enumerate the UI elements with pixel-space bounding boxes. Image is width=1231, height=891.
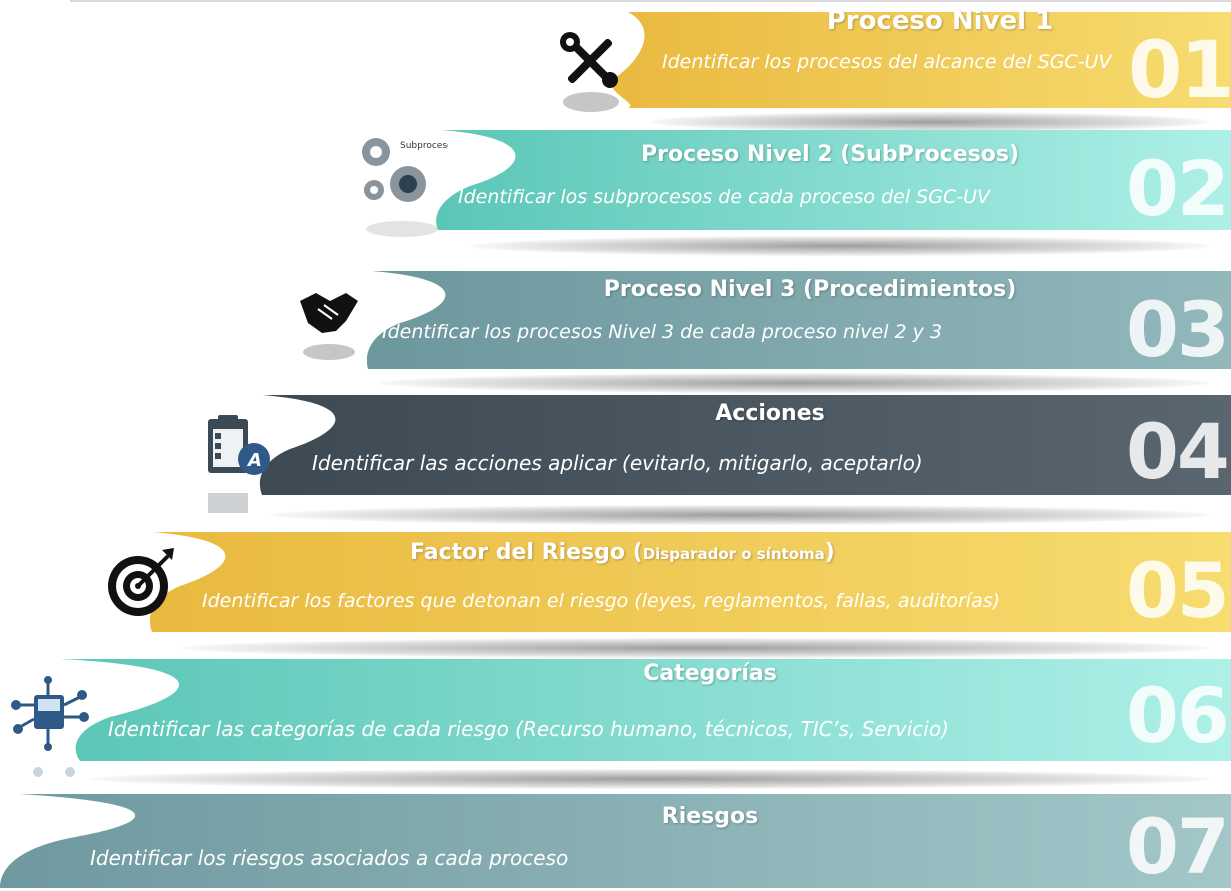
step-shadow (470, 236, 1210, 256)
step-band (259, 395, 1231, 495)
network-icon (11, 676, 89, 751)
step-07: Riesgos Identificar los riesgos asociado… (0, 790, 1231, 891)
step-description: Identificar los subprocesos de cada proc… (458, 186, 990, 208)
step-shadow (380, 373, 1210, 393)
step-description: Identificar las acciones aplicar (evitar… (312, 451, 923, 475)
top-divider (70, 0, 1231, 2)
handshake-reflection (303, 344, 355, 360)
step-06: Categorías Identificar las categorías de… (0, 655, 1231, 790)
step-band (149, 532, 1231, 632)
step-title: Categorías (643, 661, 777, 686)
step-description: Identificar las categorías de cada riesg… (108, 717, 949, 741)
svg-text:A: A (246, 450, 262, 471)
checklist-icon: A (208, 415, 270, 475)
gears-reflection (366, 221, 438, 237)
step-number: 06 (1126, 671, 1230, 760)
gears-icon: Subprocesos (362, 138, 448, 202)
step-02: Subprocesos Proceso Nivel 2 (SubProcesos… (0, 128, 1231, 258)
step-04: A Acciones Identificar las acciones apli… (0, 395, 1231, 530)
step-band (436, 130, 1231, 230)
step-number: 07 (1126, 802, 1230, 891)
step-number: 02 (1126, 144, 1230, 233)
step-01: Proceso Nivel 1 Identificar los procesos… (0, 0, 1231, 132)
step-band (0, 794, 1231, 888)
step-description: Identificar los riesgos asociados a cada… (90, 846, 569, 870)
step-title: Proceso Nivel 3 (Procedimientos) (603, 277, 1017, 302)
tools-reflection (563, 92, 619, 112)
step-band (366, 271, 1231, 369)
step-title: Proceso Nivel 2 (SubProcesos) (640, 142, 1020, 167)
step-shadow (650, 112, 1210, 132)
step-05: Factor del Riesgo (Disparador o síntoma)… (0, 530, 1231, 660)
network-reflection (33, 767, 75, 777)
step-number: 05 (1126, 546, 1230, 635)
step-description: Identificar los factores que detonan el … (202, 590, 1001, 612)
step-description: Identificar los procesos Nivel 3 de cada… (382, 321, 943, 343)
step-band (60, 659, 1231, 761)
handshake-icon (300, 293, 358, 333)
step-03: Proceso Nivel 3 (Procedimientos) Identif… (0, 265, 1231, 395)
step-title: Proceso Nivel 1 (826, 6, 1054, 36)
step-shadow (180, 638, 1210, 658)
step-shadow (90, 769, 1210, 789)
step-shadow (270, 505, 1210, 525)
title-main: Factor del Riesgo ( (410, 540, 643, 565)
step-number: 04 (1126, 407, 1230, 496)
step-band (611, 12, 1231, 108)
target-icon (108, 548, 174, 616)
gears-icon-label: Subprocesos (400, 141, 448, 151)
title-note: Disparador o síntoma (642, 545, 825, 563)
step-title: Riesgos (661, 804, 759, 829)
step-title: Factor del Riesgo (Disparador o síntoma) (410, 540, 1010, 565)
tools-icon (560, 32, 618, 88)
step-title: Acciones (715, 401, 825, 426)
checklist-reflection (208, 493, 248, 513)
step-number: 03 (1126, 285, 1230, 374)
step-description: Identificar los procesos del alcance del… (662, 51, 1112, 73)
title-end: ) (824, 540, 835, 565)
step-number: 01 (1128, 26, 1231, 116)
